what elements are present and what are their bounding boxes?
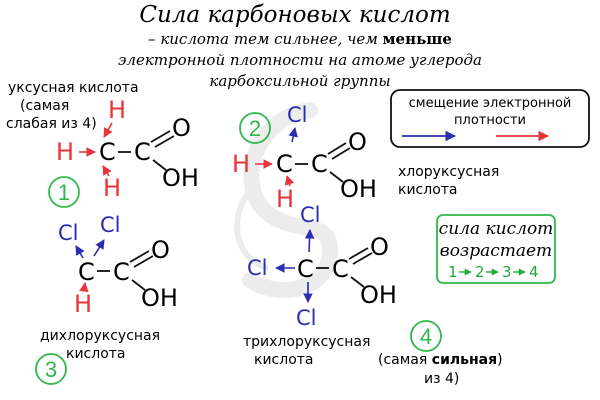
- dichloroacetic-h-bottom: H: [74, 290, 92, 318]
- chloroacetic-bond-co-1: [327, 142, 347, 155]
- chloroacetic-h-left: H: [232, 150, 250, 178]
- trichloroacetic-number: 4: [420, 324, 432, 349]
- dichloroacetic-number-circle: [35, 353, 67, 385]
- trichloroacetic-c-alpha: C: [297, 255, 314, 283]
- strength-box: [436, 214, 556, 284]
- trichloroacetic-oh: OH: [360, 281, 397, 309]
- molecule-chloroacetic-acid: 2 Cl H H C C O OH хлоруксусная кислота: [232, 103, 499, 213]
- dichloroacetic-o: O: [151, 236, 170, 264]
- trichloroacetic-note-close: ): [497, 352, 502, 368]
- acetic-c-carboxyl: C: [134, 138, 151, 166]
- acetic-bond-co-2: [154, 135, 175, 148]
- trichloroacetic-bond-co-2: [352, 252, 373, 265]
- chloroacetic-oh: OH: [340, 175, 377, 203]
- acetic-number: 1: [58, 180, 70, 205]
- dichloroacetic-arrow-h: [79, 282, 89, 293]
- dichloroacetic-bond-co-1: [129, 250, 150, 263]
- trichloroacetic-cl-bottom: Cl: [296, 306, 317, 330]
- chloroacetic-c-alpha: C: [276, 150, 293, 178]
- strength-seq-3: 3: [502, 263, 512, 281]
- trichloroacetic-label-line-1: трихлоруксусная: [243, 334, 370, 350]
- acetic-bond-co-1: [150, 130, 171, 143]
- acetic-h-left: H: [56, 138, 74, 166]
- acetic-arrow-top: [103, 122, 113, 138]
- chloroacetic-cl-top: Cl: [287, 103, 308, 127]
- acetic-c-alpha: C: [99, 138, 116, 166]
- chloroacetic-label-line-2: кислота: [398, 182, 458, 198]
- legend-line-1: смещение электронной: [409, 96, 572, 111]
- dichloroacetic-bond-coh: [131, 279, 146, 291]
- trichloroacetic-note-line-2: из 4): [424, 371, 459, 387]
- trichloroacetic-bond-co-1: [348, 247, 369, 260]
- trichloroacetic-bond-coh: [350, 276, 365, 288]
- chloroacetic-arrow-cl: [288, 127, 298, 143]
- acetic-oh: OH: [162, 164, 199, 192]
- strength-line-2: возрастает: [440, 241, 552, 261]
- strength-seq-1: 1: [448, 263, 458, 281]
- acetic-h-top: H: [108, 96, 126, 124]
- dichloroacetic-arrow-cl-left: [75, 245, 85, 259]
- chloroacetic-arrow-bottom: [284, 175, 295, 187]
- trichloroacetic-cl-left: Cl: [247, 256, 268, 280]
- dichloroacetic-number: 3: [45, 357, 57, 382]
- dichloroacetic-arrow-cl-right: [93, 239, 105, 257]
- trichloroacetic-note-line-1: (самая сильная): [378, 352, 503, 368]
- molecule-trichloroacetic-acid: Cl Cl Cl C C O OH трихлоруксусная кислот…: [243, 203, 503, 387]
- watermark-logo: [234, 102, 339, 298]
- trichloroacetic-arrow-cl-top: [304, 229, 315, 253]
- legend-electron-shift: смещение электронной плотности: [390, 89, 590, 148]
- acetic-number-circle: [48, 176, 80, 208]
- page-title: Сила карбоновых кислот: [139, 2, 450, 28]
- chloroacetic-bond-coh: [329, 171, 344, 183]
- acetic-label-line-2: (самая: [20, 98, 69, 114]
- acetic-label-line-1: уксусная кислота: [8, 80, 139, 96]
- trichloroacetic-c-carboxyl: C: [332, 255, 349, 283]
- trichloroacetic-note-bold: сильная: [432, 352, 497, 368]
- chloroacetic-number: 2: [249, 116, 261, 141]
- chloroacetic-number-circle: [239, 112, 271, 144]
- header-line-1-text: – кислота тем сильнее, чем: [148, 30, 382, 48]
- header-line-2: электронной плотности на атоме углерода: [118, 51, 482, 69]
- trichloroacetic-number-circle: [410, 320, 442, 352]
- trichloroacetic-o: O: [370, 233, 389, 261]
- strength-seq-4: 4: [529, 263, 539, 281]
- legend-line-2: плотности: [454, 113, 526, 128]
- acetic-bond-coh: [152, 159, 167, 171]
- chloroacetic-h-bottom: H: [276, 185, 294, 213]
- dichloroacetic-bond-co-2: [133, 255, 154, 268]
- trichloroacetic-cl-top: Cl: [300, 203, 321, 227]
- chloroacetic-o: O: [348, 128, 367, 156]
- strength-seq-2: 2: [475, 263, 485, 281]
- dichloroacetic-c-alpha: C: [78, 258, 95, 286]
- trichloroacetic-label-line-2: кислота: [254, 352, 314, 368]
- acetic-label-line-3: слабая из 4): [6, 116, 97, 132]
- strength-line-1: сила кислот: [439, 219, 554, 239]
- molecule-dichloroacetic-acid: Cl Cl C C O OH H дихлоруксусная кислота …: [35, 213, 178, 385]
- dichloroacetic-oh: OH: [141, 284, 178, 312]
- chloroacetic-c-carboxyl: C: [311, 150, 328, 178]
- acetic-arrow-bottom: [102, 165, 112, 177]
- dichloroacetic-c-carboxyl: C: [113, 258, 130, 286]
- header-line-3: карбоксильной группы: [209, 72, 390, 90]
- acetic-h-bottom: H: [103, 174, 121, 202]
- header-line-1-bold: меньше: [383, 30, 452, 48]
- trichloroacetic-note-text: (самая: [378, 352, 432, 368]
- dichloroacetic-label-line-2: кислота: [66, 346, 126, 362]
- acetic-o: O: [172, 114, 191, 142]
- strength-increase-box: сила кислот возрастает 1 2 3 4: [436, 214, 556, 284]
- header-line-1: – кислота тем сильнее, чем меньше: [148, 30, 452, 48]
- dichloroacetic-label-line-1: дихлоруксусная: [40, 328, 160, 344]
- dichloroacetic-cl-right: Cl: [100, 213, 121, 237]
- chloroacetic-bond-co-2: [331, 147, 351, 160]
- dichloroacetic-cl-left: Cl: [58, 221, 79, 245]
- molecule-acetic-acid: уксусная кислота (самая слабая из 4) H H…: [6, 80, 199, 208]
- chloroacetic-label-line-1: хлоруксусная: [398, 164, 499, 180]
